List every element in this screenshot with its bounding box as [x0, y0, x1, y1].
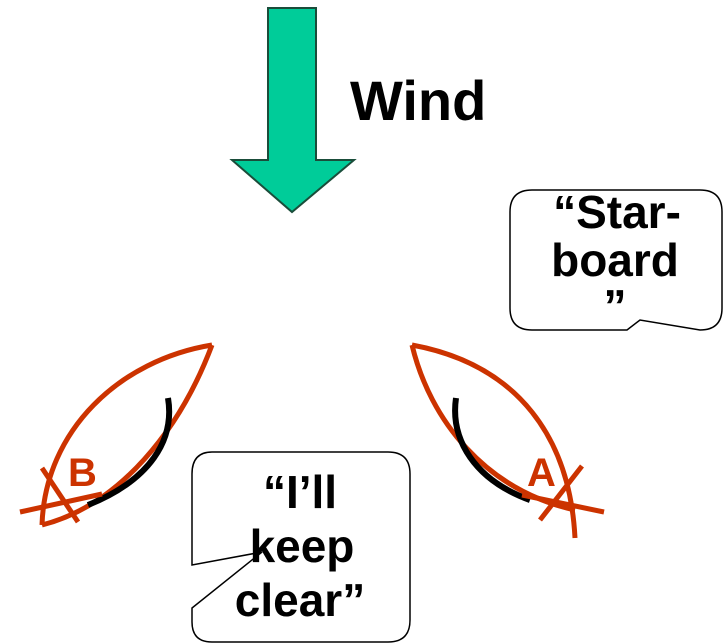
- wind-arrow-shape: [229, 7, 357, 214]
- boat-a: A: [409, 342, 605, 539]
- boat-a-x-mark: [521, 492, 605, 515]
- boat-b-sail: [86, 397, 173, 508]
- boat-b-x-mark: [39, 466, 81, 524]
- boat-b: B: [19, 342, 215, 528]
- keep-clear-bubble-line-2: keep: [250, 520, 355, 572]
- keep-clear-bubble-line-3: clear”: [235, 574, 365, 626]
- starboard-bubble-line-1: “Star-: [553, 186, 681, 238]
- boat-b-hull: [39, 342, 213, 526]
- boat-a-sail: [452, 397, 532, 503]
- keep-clear-bubble-outline: [191, 451, 411, 643]
- keep-clear-speech-bubble: “I’ll keep clear”: [191, 451, 411, 643]
- keep-clear-bubble-line-1: “I’ll: [263, 466, 337, 518]
- boat-a-x-mark: [538, 464, 584, 522]
- starboard-bubble-outline: [509, 189, 723, 331]
- starboard-bubble-line-3: ”: [604, 280, 627, 332]
- wind-label: Wind: [350, 69, 486, 132]
- starboard-bubble-line-2: board: [551, 234, 679, 286]
- starboard-speech-bubble: “Star- board ”: [509, 186, 723, 332]
- boat-a-hull: [411, 342, 578, 539]
- boat-a-letter: A: [527, 451, 556, 495]
- boat-b-x-mark: [19, 491, 103, 515]
- boat-b-letter: B: [68, 451, 97, 495]
- wind-arrow: [229, 7, 357, 214]
